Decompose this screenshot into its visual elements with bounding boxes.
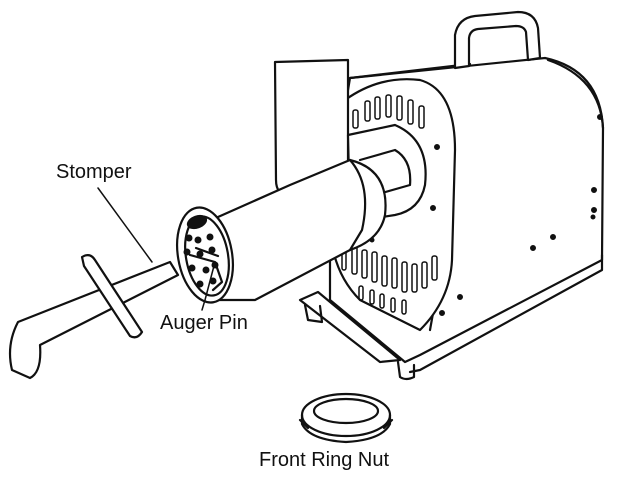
grinder-cylinder [198, 158, 387, 302]
stomper [8, 253, 180, 380]
label-stomper: Stomper [56, 161, 132, 183]
auger-pin [188, 246, 224, 311]
front-ring-nut [298, 392, 394, 444]
base-feet [298, 290, 416, 381]
label-auger-pin: Auger Pin [160, 312, 248, 334]
carry-handle [453, 10, 542, 70]
vent-slots-bottom [341, 245, 438, 315]
vent-slots-top [352, 94, 425, 129]
label-front-ring-nut: Front Ring Nut [259, 449, 390, 471]
leader-lines [97, 187, 153, 263]
grinding-plate [176, 206, 234, 304]
